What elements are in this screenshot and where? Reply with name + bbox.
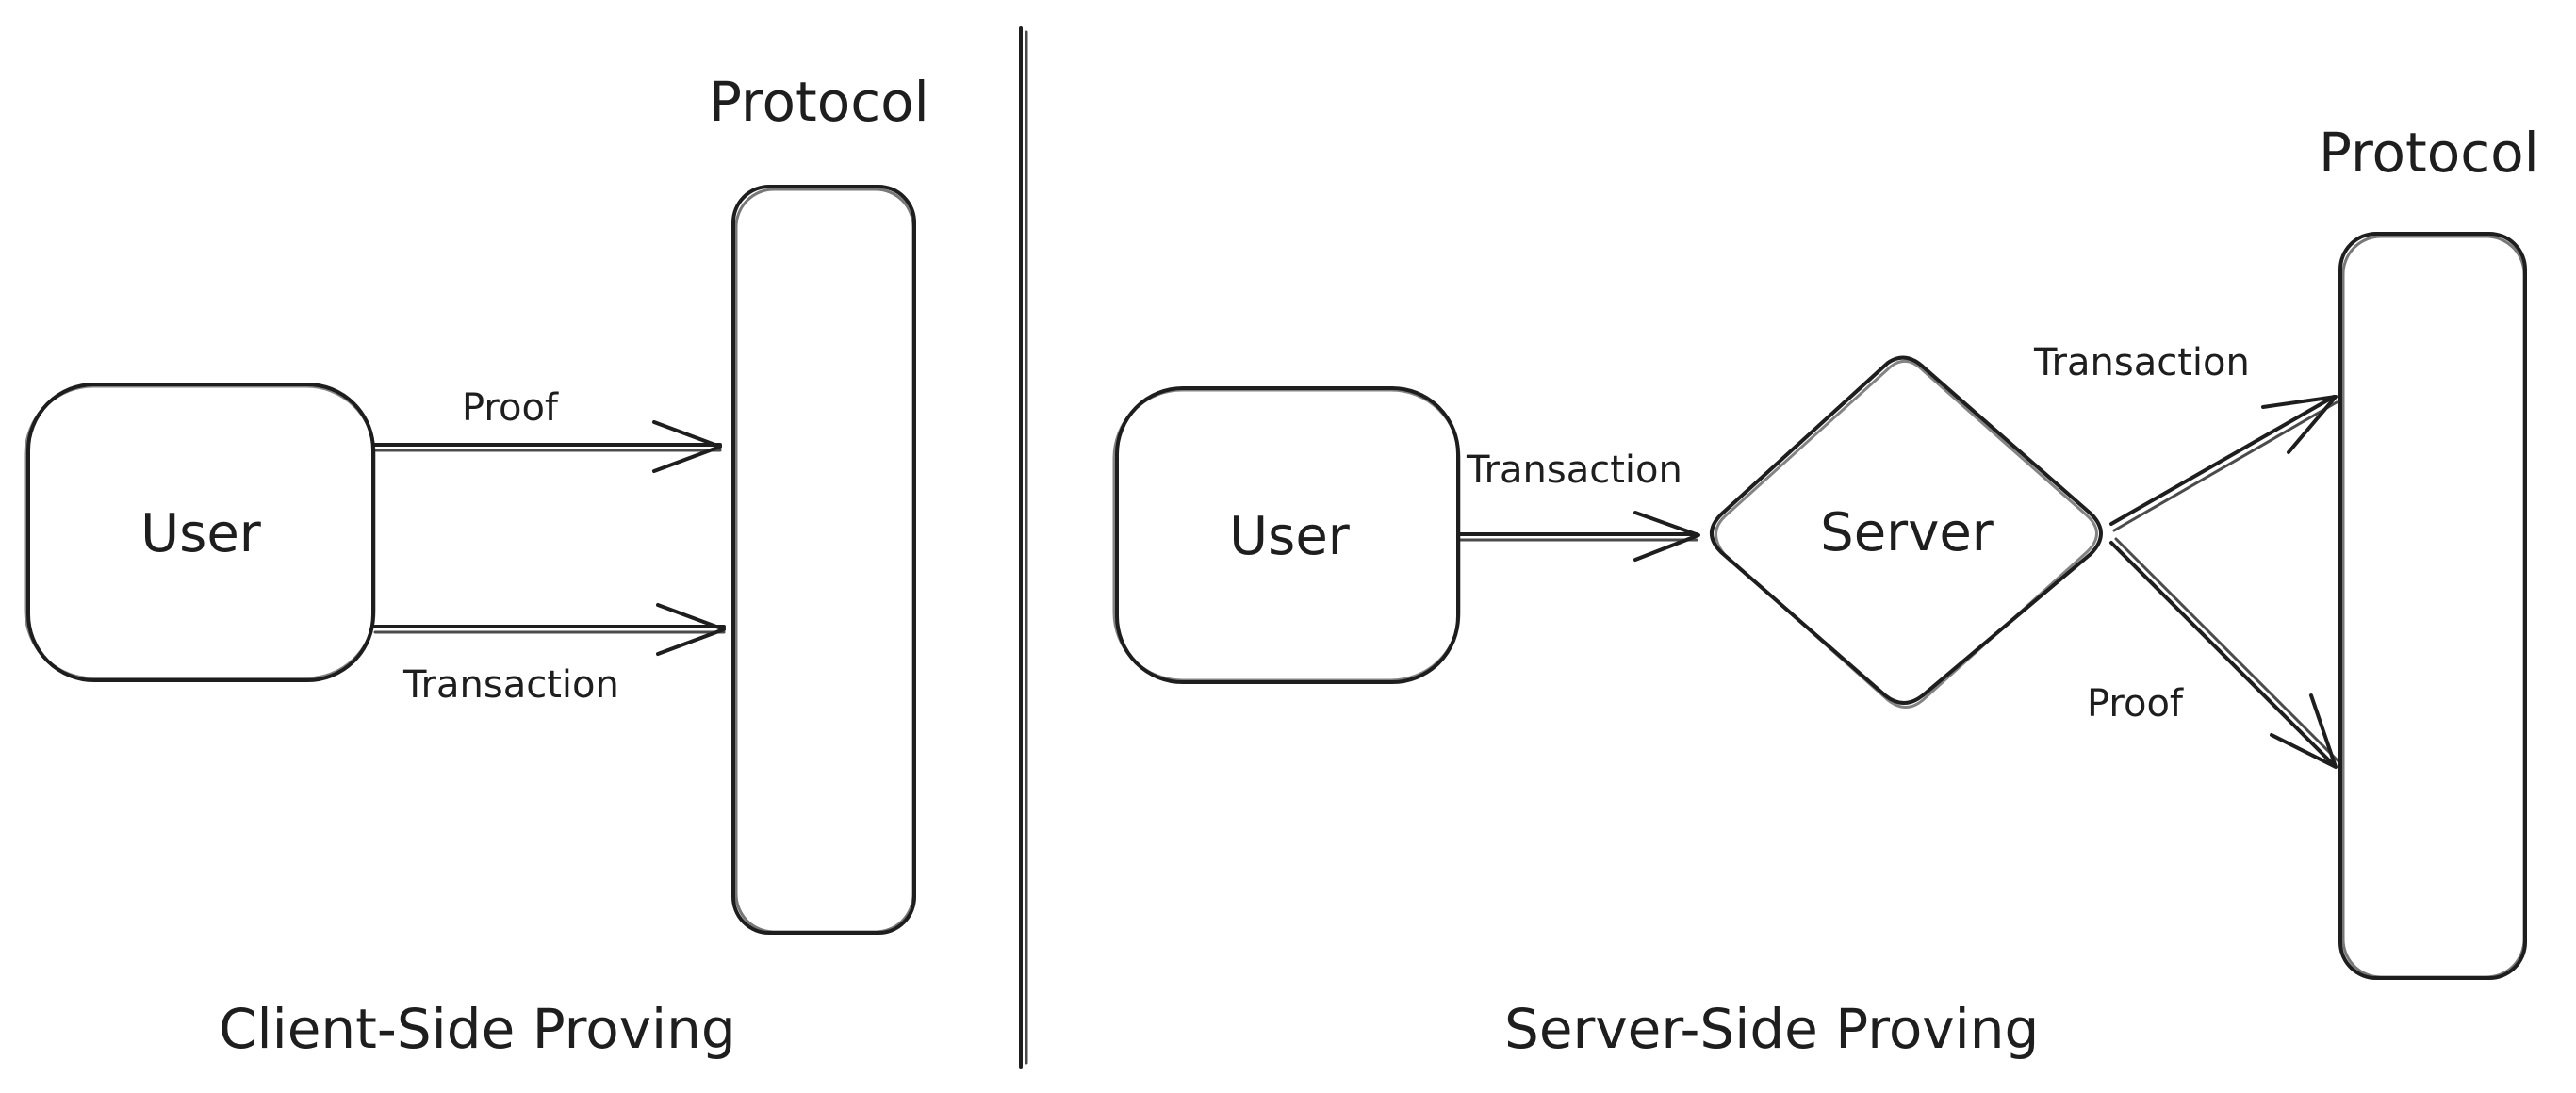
left-transaction-arrow: [373, 603, 726, 656]
left-proof-label: Proof: [462, 386, 559, 430]
left-protocol-box-sketch: [734, 188, 915, 934]
client-side-panel: Protocol User Proof Transaction Client-S…: [24, 70, 929, 1061]
left-protocol-box: [731, 185, 916, 935]
server-to-protocol-transaction-arrow: [2109, 395, 2338, 532]
client-side-caption: Client-Side Proving: [219, 997, 736, 1061]
left-user-label: User: [140, 503, 262, 564]
user-to-server-arrow: [1458, 511, 1700, 562]
server-diamond: [1710, 355, 2103, 705]
server-to-protocol-proof-arrow: [2109, 537, 2340, 769]
left-proof-arrow: [373, 420, 722, 473]
right-protocol-title: Protocol: [2319, 121, 2539, 185]
server-to-protocol-proof-label: Proof: [2087, 682, 2184, 726]
right-protocol-box: [2338, 232, 2527, 980]
server-diamond-sketch: [1715, 359, 2098, 709]
left-protocol-title: Protocol: [709, 70, 929, 134]
server-to-protocol-transaction-label: Transaction: [2033, 341, 2250, 384]
server-side-caption: Server-Side Proving: [1504, 997, 2039, 1061]
right-protocol-box-sketch: [2341, 235, 2526, 979]
panel-divider: [1019, 26, 1028, 1069]
left-transaction-label: Transaction: [402, 663, 619, 707]
server-side-panel: Protocol User Transaction Server Transac…: [1112, 121, 2539, 1061]
server-label: Server: [1820, 502, 1994, 563]
left-user-box-sketch: [24, 384, 376, 680]
user-to-server-label: Transaction: [1466, 449, 1682, 492]
right-user-label: User: [1229, 506, 1351, 567]
